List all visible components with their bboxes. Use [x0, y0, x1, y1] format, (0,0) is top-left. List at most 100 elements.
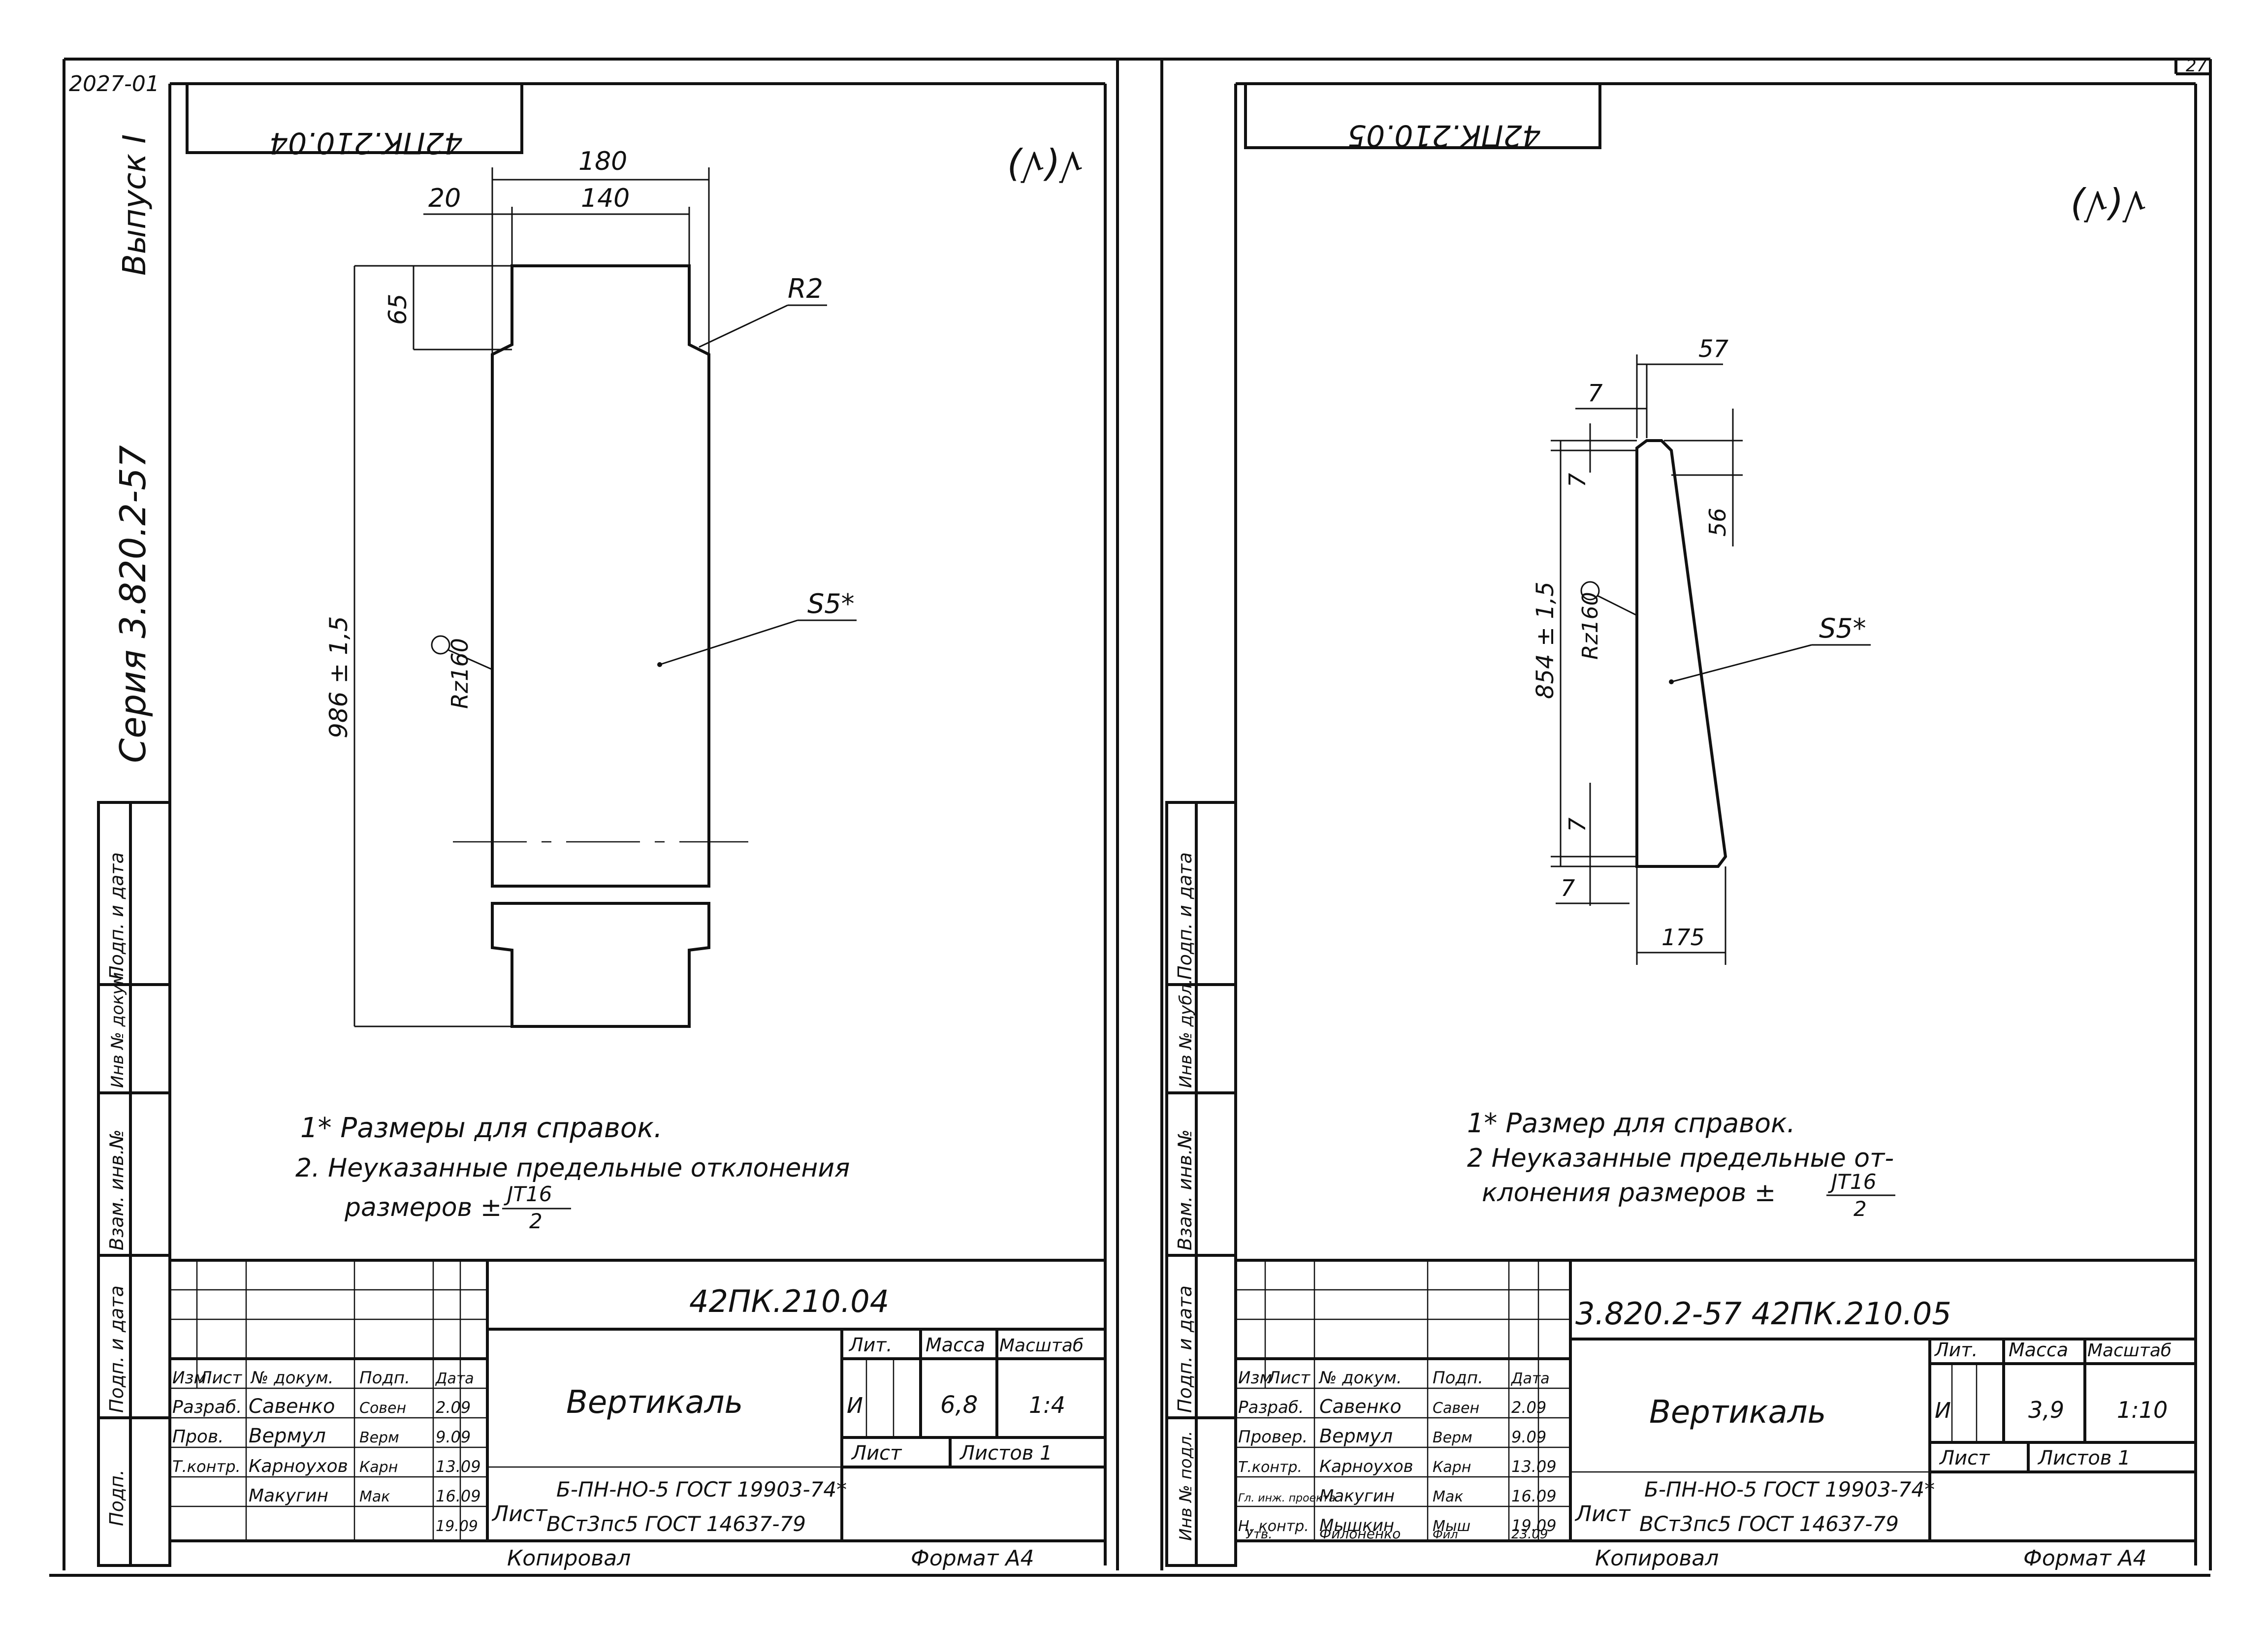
left-tb-lit-label: Лит. — [848, 1334, 893, 1356]
left-tb-r3-sign: Мак — [359, 1488, 390, 1505]
left-tb-h-sign: Подп. — [359, 1368, 410, 1388]
right-tb-scale-label: Масштаб — [2087, 1341, 2172, 1361]
right-margin-label-1: Подп. и дата — [1174, 852, 1196, 980]
right-code-box — [1244, 82, 1601, 149]
right-margin-label-3: Взам. инв.№ — [1174, 1129, 1196, 1250]
right-tb-h-date: Дата — [1510, 1370, 1550, 1387]
issue-label: Выпуск I — [117, 134, 153, 276]
right-tb-sheet-label: Лист — [1939, 1447, 1990, 1469]
right-tb-r0-name: Савенко — [1319, 1396, 1402, 1417]
dim-top-width: 57 — [1698, 335, 1729, 363]
right-tb-r1-sign: Верм — [1433, 1429, 1472, 1446]
right-format: Формат А4 — [2023, 1546, 2147, 1571]
right-tb-material-2: ВСт3пс5 ГОСТ 14637-79 — [1639, 1512, 1899, 1536]
left-tb-r0-sign: Совен — [359, 1400, 406, 1417]
right-tb-r3-name: Макугин — [1319, 1486, 1395, 1506]
dim-height-right: 854 ± 1,5 — [1532, 581, 1559, 699]
left-part-upper — [491, 264, 710, 888]
right-margin-label-4: Подп. и дата — [1174, 1285, 1196, 1413]
right-roughness-symbol: √(√) — [2070, 183, 2146, 227]
left-tb-h-doc: № докум. — [250, 1368, 334, 1388]
right-margin-label-2: Инв № дубл. — [1176, 979, 1196, 1088]
right-margin-label-5: Инв № подл. — [1176, 1431, 1196, 1541]
right-tb-part-name: Вертикаль — [1649, 1394, 1826, 1431]
left-tb-sheets-label: Листов 1 — [959, 1442, 1053, 1465]
right-tb-material-1: Б-ПН-НО-5 ГОСТ 19903-74* — [1644, 1477, 1935, 1501]
right-tb-mass-value: 3,9 — [2028, 1397, 2064, 1423]
right-tb-sheets-label: Листов 1 — [2037, 1447, 2131, 1469]
right-copied: Копировал — [1595, 1546, 1719, 1571]
left-margin-label-3: Взам. инв.№ — [106, 1129, 128, 1250]
left-tb-r2-role: Т.контр. — [172, 1457, 241, 1476]
left-tb-material-2: ВСт3пс5 ГОСТ 14637-79 — [546, 1512, 806, 1536]
series-label: Серия 3.820.2-57 — [112, 445, 154, 763]
left-tb-list-label: Лист — [491, 1501, 548, 1527]
right-tb-r2-role: Т.контр. — [1238, 1459, 1302, 1476]
right-tolerance-num: JT16 — [1828, 1170, 1877, 1194]
right-tb-r1-name: Вермул — [1319, 1425, 1393, 1447]
left-title-block: Изм Лист № докум. Подп. Дата Разраб. Сав… — [168, 1259, 1107, 1542]
left-roughness-symbol: √(√) — [1006, 144, 1083, 188]
left-tb-r3-name: Макугин — [249, 1486, 328, 1506]
right-title-block: Изм Лист № докум. Подп. Дата Разраб. Сав… — [1234, 1259, 2197, 1542]
left-tb-scale-label: Масштаб — [999, 1336, 1084, 1356]
dim-height: 986 ± 1,5 — [324, 616, 353, 738]
left-tb-r3-date: 16.09 — [436, 1487, 481, 1505]
right-tb-r5-date: 23.09 — [1511, 1527, 1548, 1542]
dim-bottom-chamfer-2: 7 — [1561, 875, 1575, 901]
right-tb-r0-sign: Савен — [1433, 1400, 1479, 1417]
right-margin-column — [1165, 801, 1237, 1567]
right-tb-r4-name: Мышкин — [1319, 1516, 1394, 1535]
right-part-outline — [1635, 439, 1727, 868]
left-tb-part-name: Вертикаль — [566, 1384, 743, 1421]
dim-thickness: S5* — [807, 588, 855, 619]
right-tb-r2-date: 13.09 — [1511, 1457, 1557, 1476]
left-margin-label-1: Подп. и дата — [106, 852, 128, 980]
left-tb-r2-sign: Карн — [359, 1459, 398, 1476]
right-tolerance-den: 2 — [1853, 1197, 1867, 1221]
left-tb-mass-value: 6,8 — [940, 1391, 978, 1419]
right-tb-r4-date: 19.09 — [1511, 1516, 1557, 1535]
dim-offset: 20 — [428, 184, 461, 213]
right-tb-r4-sign: Мыш — [1433, 1518, 1470, 1535]
left-margin-label-5: Подп. — [106, 1469, 128, 1526]
left-code-box — [186, 82, 523, 154]
left-note-2: 2. Неуказанные предельные отклонения — [295, 1153, 850, 1183]
left-tolerance-num: JT16 — [504, 1182, 552, 1206]
dim-width-inner: 140 — [581, 184, 630, 213]
right-tb-r1-role: Провер. — [1238, 1427, 1308, 1447]
dim-width-total: 180 — [578, 147, 627, 176]
left-tb-scale-value: 1:4 — [1029, 1392, 1065, 1418]
right-note-3: клонения размеров ± — [1482, 1178, 1776, 1208]
left-tb-mass-label: Масса — [926, 1334, 985, 1356]
dim-bottom-chamfer-1: 7 — [1564, 818, 1591, 832]
left-copied: Копировал — [507, 1546, 631, 1571]
right-tb-r3-date: 16.09 — [1511, 1487, 1557, 1505]
left-tb-sheet-label: Лист — [851, 1442, 902, 1465]
right-tb-r4-role: Н. контр. — [1238, 1518, 1309, 1535]
left-note-3: размеров ± — [344, 1193, 502, 1222]
left-margin-label-4: Подп. и дата — [106, 1285, 128, 1413]
right-tb-lit-label: Лит. — [1934, 1339, 1978, 1361]
right-tb-h-list: Лист — [1267, 1368, 1310, 1388]
left-tb-r2-name: Карноухов — [249, 1456, 348, 1476]
dim-roughness-right: Rz160 — [1578, 592, 1603, 660]
right-tb-r1-date: 9.09 — [1511, 1428, 1546, 1446]
right-tb-r5-role: Утв. — [1246, 1527, 1273, 1542]
left-tb-material-1: Б-ПН-НО-5 ГОСТ 19903-74* — [556, 1477, 847, 1501]
left-margin-column — [97, 801, 171, 1567]
left-rotated-code: 42ПК.210.04 — [269, 126, 463, 160]
dim-thickness-right: S5* — [1819, 613, 1866, 644]
left-margin-label-2: Инв № докум. — [108, 967, 128, 1088]
dim-roughness: Rz160 — [447, 638, 473, 709]
right-tb-scale-value: 1:10 — [2117, 1397, 2168, 1423]
left-tb-h-list: Лист — [198, 1368, 242, 1388]
dim-radius: R2 — [788, 273, 823, 304]
outer-frame — [49, 58, 2212, 1577]
left-tb-r1-sign: Верм — [359, 1429, 399, 1446]
left-tolerance-den: 2 — [529, 1209, 543, 1233]
archive-code: 2027-01 — [69, 71, 160, 96]
left-sheet: 42ПК.210.04 √(√) Подп. и дата Инв № доку… — [97, 82, 1107, 1571]
left-tb-r0-name: Савенко — [249, 1395, 335, 1418]
